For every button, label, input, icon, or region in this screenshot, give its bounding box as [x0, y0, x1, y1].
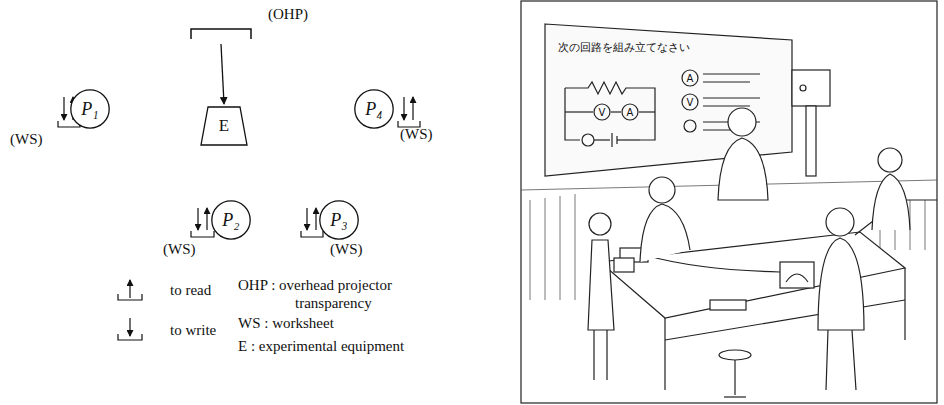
ohp-bracket: (OHP) — [190, 26, 252, 40]
worksheet-label: (WS) — [330, 241, 363, 258]
person-label: P₁ — [81, 99, 98, 120]
equipment-trapezoid: E — [200, 106, 248, 146]
ohp-label: (OHP) — [268, 6, 308, 23]
meter-letter: A — [627, 107, 634, 118]
person-circle: P₃ — [319, 200, 359, 240]
board-heading: 次の回路を組み立てなさい — [558, 40, 690, 55]
person-label: P₄ — [365, 99, 382, 120]
worksheet-label: (WS) — [163, 241, 196, 258]
legend-text: to read — [170, 282, 211, 299]
legend-text: to write — [170, 322, 216, 339]
classroom-illustration — [521, 1, 937, 403]
person-circle: P₄ — [354, 89, 394, 129]
person-label: P₃ — [330, 210, 347, 231]
meter-letter: V — [599, 107, 606, 118]
key-note: E : experimental equipment — [238, 338, 404, 355]
bracket-outline — [190, 26, 252, 40]
person-circle: P₂ — [211, 200, 251, 240]
meter-letter: V — [687, 97, 694, 108]
projection-arrow — [221, 44, 224, 104]
worksheet-label: (WS) — [400, 126, 433, 143]
worksheet-label: (WS) — [10, 131, 43, 148]
meter-letter: A — [687, 73, 694, 84]
key-note: WS : worksheet — [238, 315, 334, 332]
equipment-label: E — [219, 116, 229, 136]
person-circle: P₁ — [70, 89, 110, 129]
key-note: OHP : overhead projector transparency — [238, 276, 440, 312]
person-label: P₂ — [222, 210, 239, 231]
